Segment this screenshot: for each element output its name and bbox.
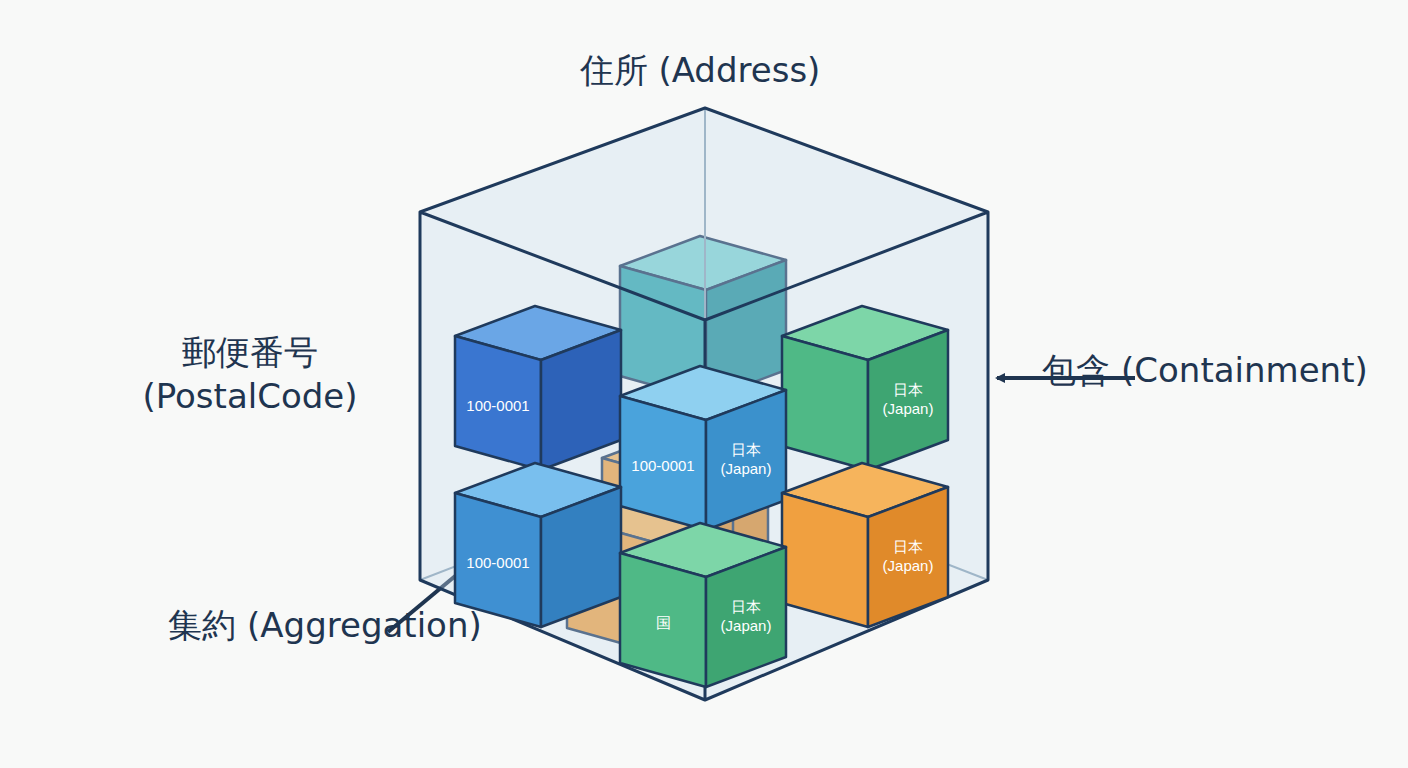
- container-cube: 住所 (Address) 100-0001 日本 (Japan) 100-0001 日本…: [400, 40, 1000, 710]
- callout-label: 集約 (Aggregation): [165, 603, 485, 647]
- cube-face: [706, 547, 786, 687]
- cube-shape: [780, 455, 950, 630]
- container-cube-edges: [420, 108, 988, 700]
- callout-label: 包含 (Containment): [1040, 348, 1370, 392]
- cube-value: 日本 (Japan): [707, 441, 785, 479]
- value-cube: 日本 (Japan): [780, 455, 950, 630]
- cube-value: 国: [624, 614, 702, 633]
- container-cube-body: [420, 108, 988, 700]
- value-cube: 日本 (Japan): [780, 298, 950, 473]
- cube-value: 100-0001: [624, 457, 702, 476]
- cube-value: 100-0001: [459, 397, 537, 416]
- value-cube: 100-0001 日本 (Japan): [618, 358, 788, 533]
- cube-face: [706, 390, 786, 530]
- cube-face: [620, 553, 706, 687]
- container-title: 住所 (Address): [400, 50, 1000, 91]
- cube-face: [455, 336, 541, 470]
- cube-shape: [453, 298, 623, 473]
- cube-value: 日本 (Japan): [869, 381, 947, 419]
- cube-shape: [453, 455, 623, 630]
- cube-value: 100-0001: [459, 554, 537, 573]
- callout-label: 郵便番号 (PostalCode): [95, 330, 405, 418]
- cube-face: [782, 493, 868, 627]
- cube-face: [868, 487, 948, 627]
- value-cube: 100-0001: [453, 298, 623, 473]
- value-cube: 国日本 (Japan): [618, 515, 788, 690]
- cube-face: [541, 487, 621, 627]
- cube-shape: [618, 358, 788, 533]
- value-cube: 100-0001: [453, 455, 623, 630]
- cube-value: 日本 (Japan): [707, 598, 785, 636]
- cube-shape: [780, 298, 950, 473]
- cube-value: 日本 (Japan): [869, 538, 947, 576]
- cube-face: [620, 396, 706, 530]
- cube-shape: [618, 515, 788, 690]
- cube-face: [782, 336, 868, 470]
- cube-face: [868, 330, 948, 470]
- cube-face: [541, 330, 621, 470]
